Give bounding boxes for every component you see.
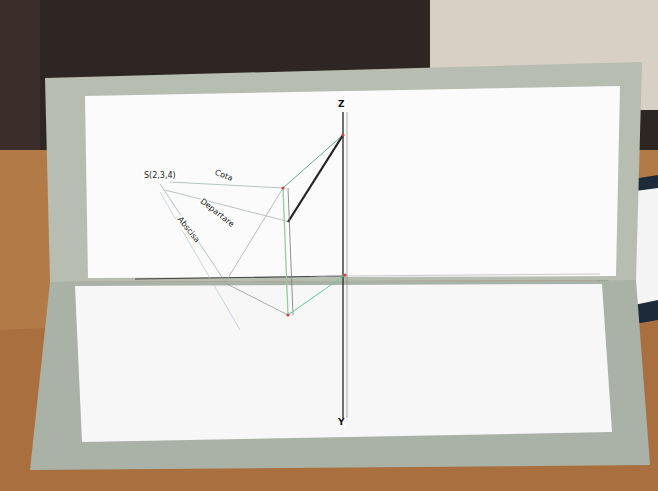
axis-label: Y bbox=[337, 418, 346, 428]
annotation-label: S(2,3,4) bbox=[143, 172, 177, 181]
axis-label: Z bbox=[337, 100, 346, 110]
